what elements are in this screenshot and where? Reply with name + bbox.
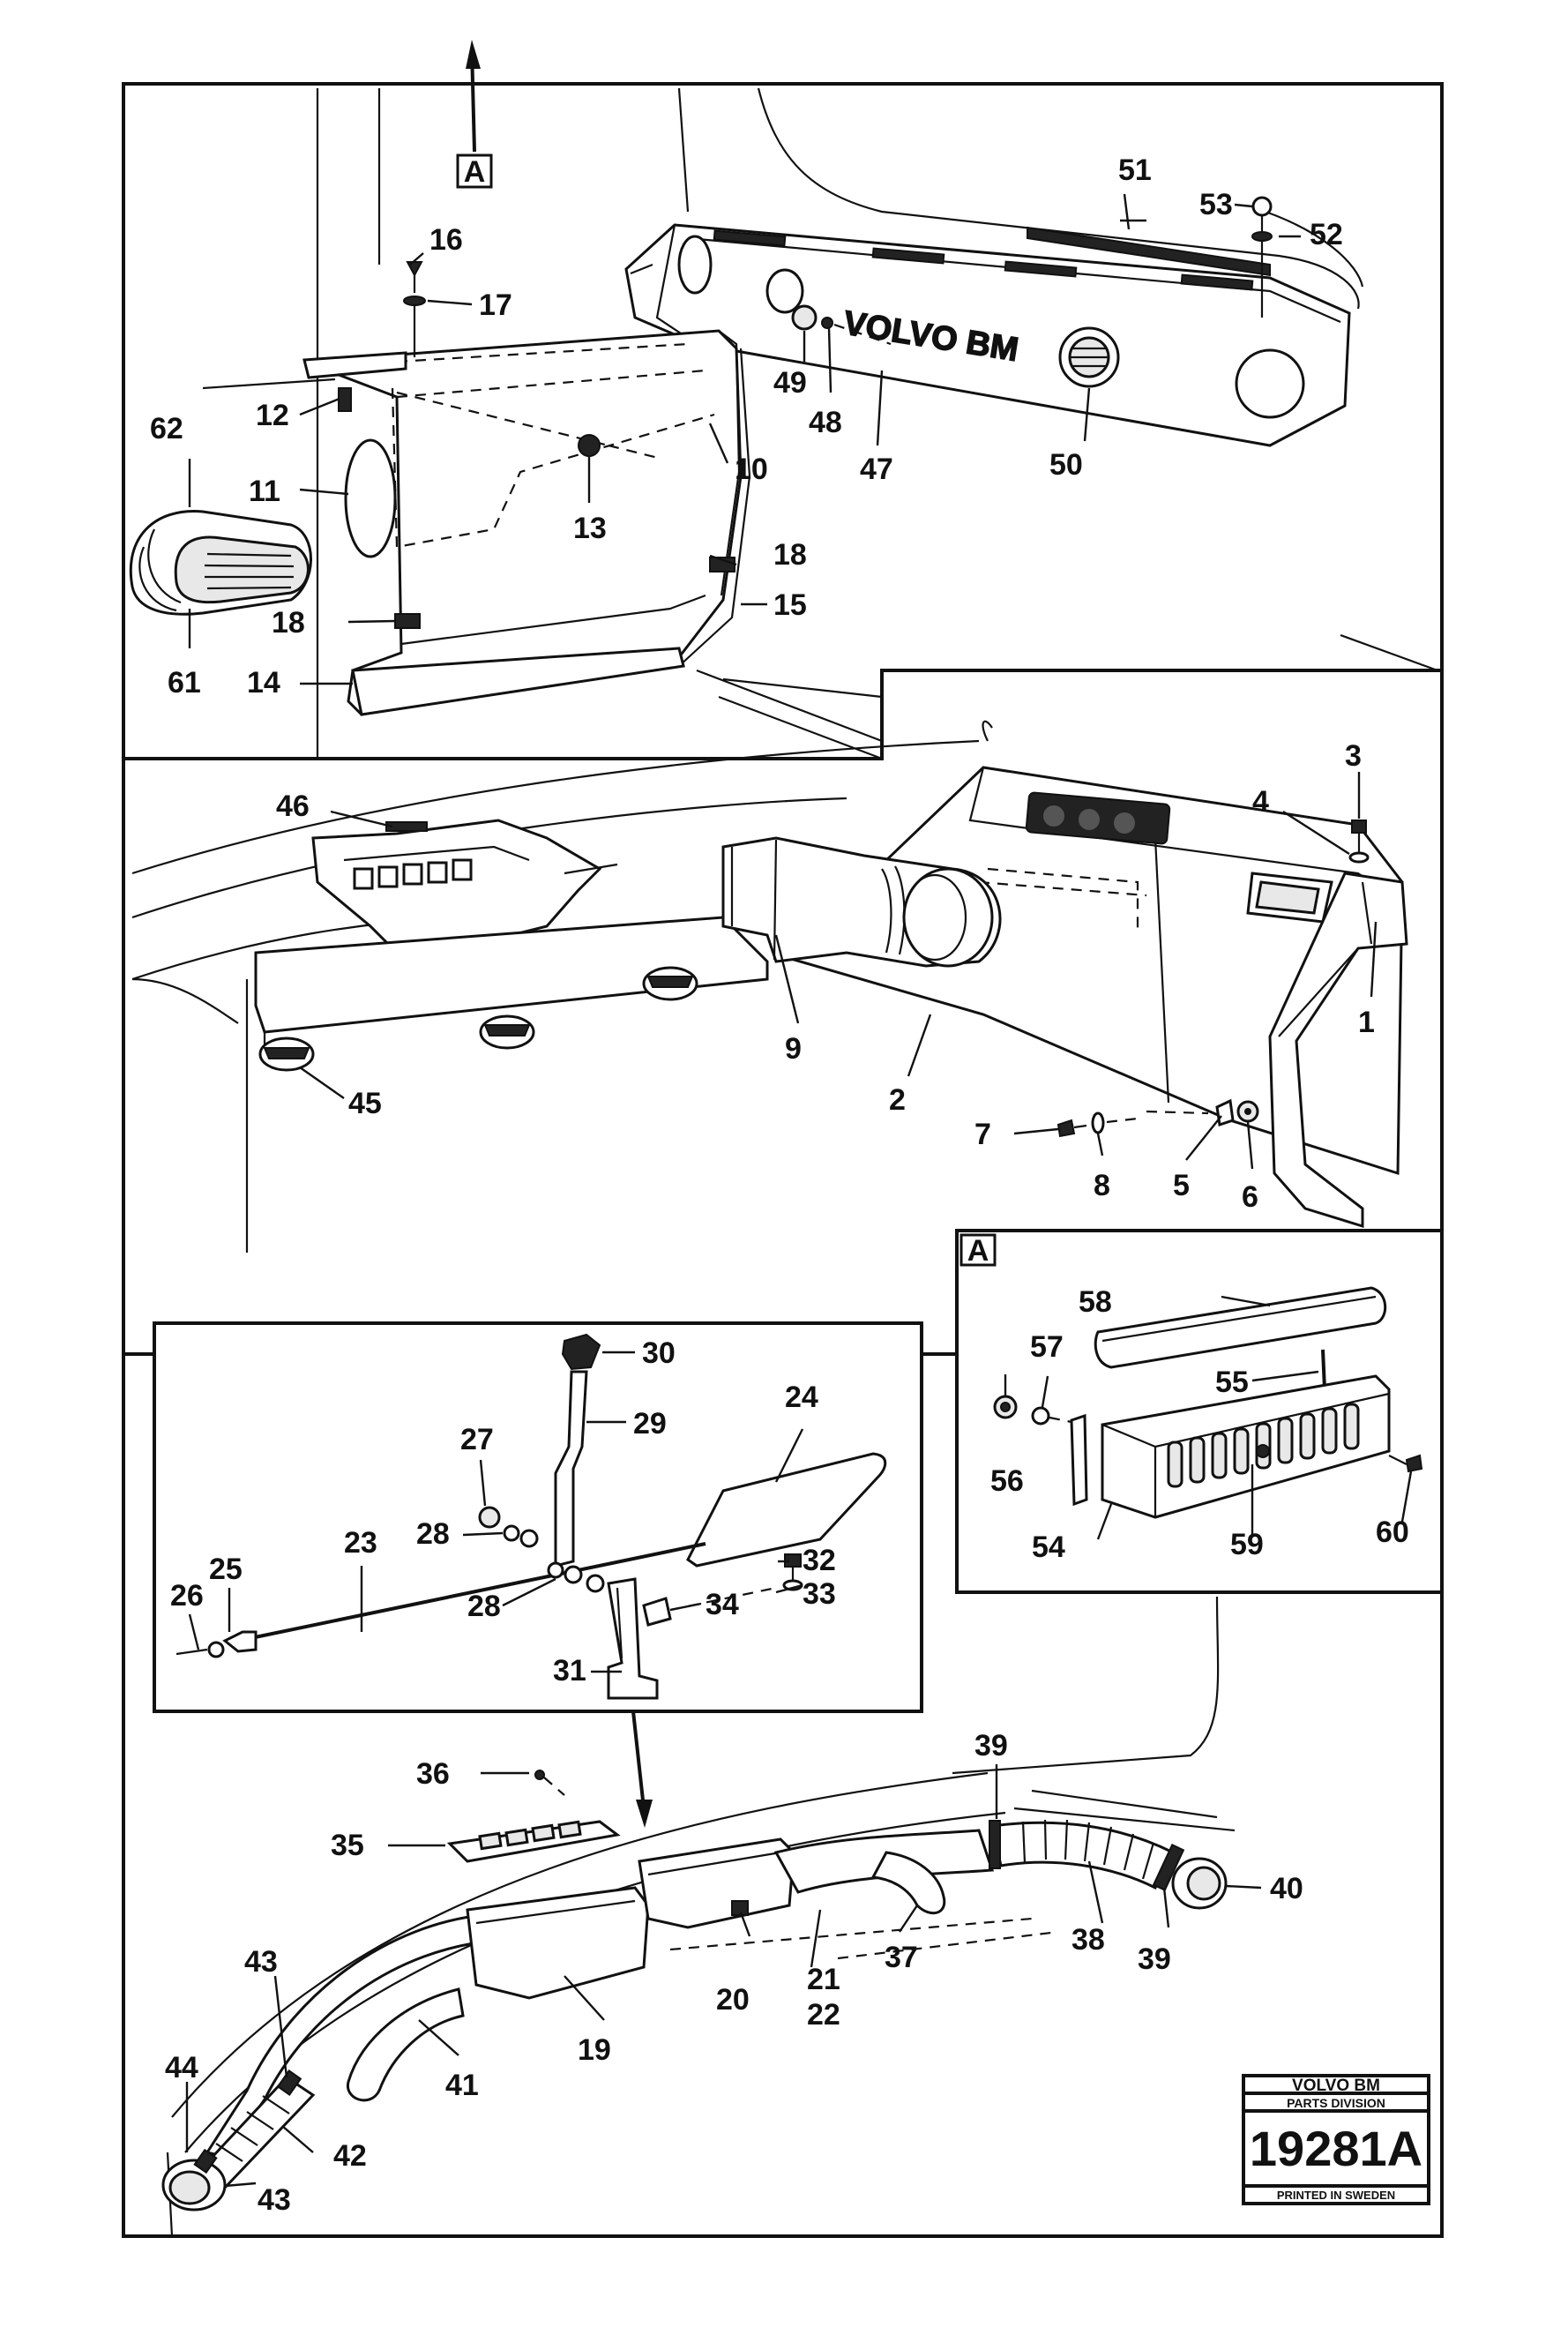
label-55: 55 [1215, 1366, 1249, 1399]
top-panel-drawing: VOLVO BM [129, 87, 1438, 760]
label-9: 9 [785, 1032, 802, 1066]
label-2: 2 [889, 1083, 906, 1117]
label-8: 8 [1094, 1169, 1110, 1202]
label-39b: 39 [1138, 1942, 1171, 1976]
label-25: 25 [209, 1553, 243, 1586]
label-43a: 43 [244, 1945, 278, 1979]
label-10: 10 [735, 453, 768, 486]
label-36: 36 [416, 1757, 450, 1791]
label-30: 30 [642, 1336, 676, 1370]
label-24: 24 [785, 1381, 818, 1414]
panel-borders [122, 82, 1444, 2238]
label-4: 4 [1252, 785, 1269, 819]
label-31: 31 [553, 1654, 586, 1688]
label-38: 38 [1071, 1923, 1105, 1957]
volvo-bm-stamp: VOLVO BM PARTS DIVISION 19281A PRINTED I… [1242, 2074, 1430, 2205]
label-40: 40 [1270, 1872, 1303, 1905]
leader-lines [185, 193, 1413, 2188]
label-62: 62 [150, 412, 183, 445]
label-26: 26 [170, 1579, 204, 1613]
label-29: 29 [633, 1407, 667, 1441]
label-12: 12 [256, 399, 289, 432]
label-1: 1 [1358, 1006, 1375, 1039]
label-11: 11 [249, 475, 280, 508]
label-7: 7 [974, 1118, 991, 1151]
label-28b: 28 [467, 1590, 501, 1623]
label-28a: 28 [416, 1517, 450, 1551]
label-50: 50 [1049, 448, 1083, 482]
label-57: 57 [1030, 1330, 1064, 1364]
stamp-brand: VOLVO BM [1292, 2077, 1380, 2095]
label-17: 17 [479, 288, 512, 322]
label-5: 5 [1173, 1169, 1190, 1202]
middle-panel-drawing [131, 720, 1408, 1253]
label-59: 59 [1230, 1528, 1264, 1561]
label-48: 48 [809, 406, 842, 439]
label-58: 58 [1079, 1285, 1112, 1319]
label-20: 20 [716, 1983, 750, 2017]
stamp-printed: PRINTED IN SWEDEN [1277, 2189, 1395, 2202]
label-56: 56 [990, 1464, 1024, 1498]
label-42: 42 [333, 2139, 367, 2173]
label-45: 45 [348, 1087, 382, 1120]
detail-a-box: A [955, 1229, 1444, 1594]
bottom-panel-drawing [161, 1596, 1236, 2237]
label-52: 52 [1310, 218, 1343, 251]
label-19: 19 [578, 2033, 611, 2067]
control-detail-box [153, 1321, 923, 1828]
label-37: 37 [885, 1941, 918, 1974]
view-marker-detail: A [967, 1234, 989, 1268]
label-14: 14 [247, 666, 280, 700]
label-60: 60 [1376, 1516, 1409, 1549]
stamp-division: PARTS DIVISION [1287, 2096, 1385, 2110]
label-44: 44 [165, 2051, 198, 2084]
label-53: 53 [1199, 188, 1233, 221]
view-arrow-a: A [456, 40, 493, 189]
label-3: 3 [1345, 739, 1362, 773]
label-18a: 18 [773, 538, 807, 572]
label-22: 22 [807, 1998, 840, 2032]
label-23: 23 [344, 1526, 377, 1560]
label-43b: 43 [258, 2183, 291, 2217]
label-35: 35 [331, 1829, 364, 1862]
label-51: 51 [1118, 153, 1152, 187]
view-marker-top: A [464, 155, 486, 189]
stamp-number: 19281A [1250, 2121, 1422, 2176]
label-34: 34 [706, 1588, 739, 1621]
label-21: 21 [807, 1963, 840, 1996]
label-33: 33 [803, 1577, 836, 1611]
part-number-labels: 51 53 52 16 17 12 11 62 13 10 47 49 48 5… [150, 153, 1409, 2217]
label-6: 6 [1242, 1180, 1258, 1214]
label-47: 47 [860, 453, 893, 486]
label-15: 15 [773, 588, 807, 622]
label-46: 46 [276, 790, 310, 823]
label-41: 41 [445, 2069, 479, 2102]
label-49: 49 [773, 366, 807, 400]
label-61: 61 [168, 666, 201, 700]
label-39a: 39 [974, 1729, 1008, 1762]
label-18b: 18 [272, 606, 305, 640]
label-16: 16 [429, 223, 463, 257]
label-54: 54 [1032, 1530, 1065, 1564]
label-13: 13 [573, 512, 607, 545]
label-32: 32 [803, 1544, 836, 1577]
label-27: 27 [460, 1423, 494, 1456]
